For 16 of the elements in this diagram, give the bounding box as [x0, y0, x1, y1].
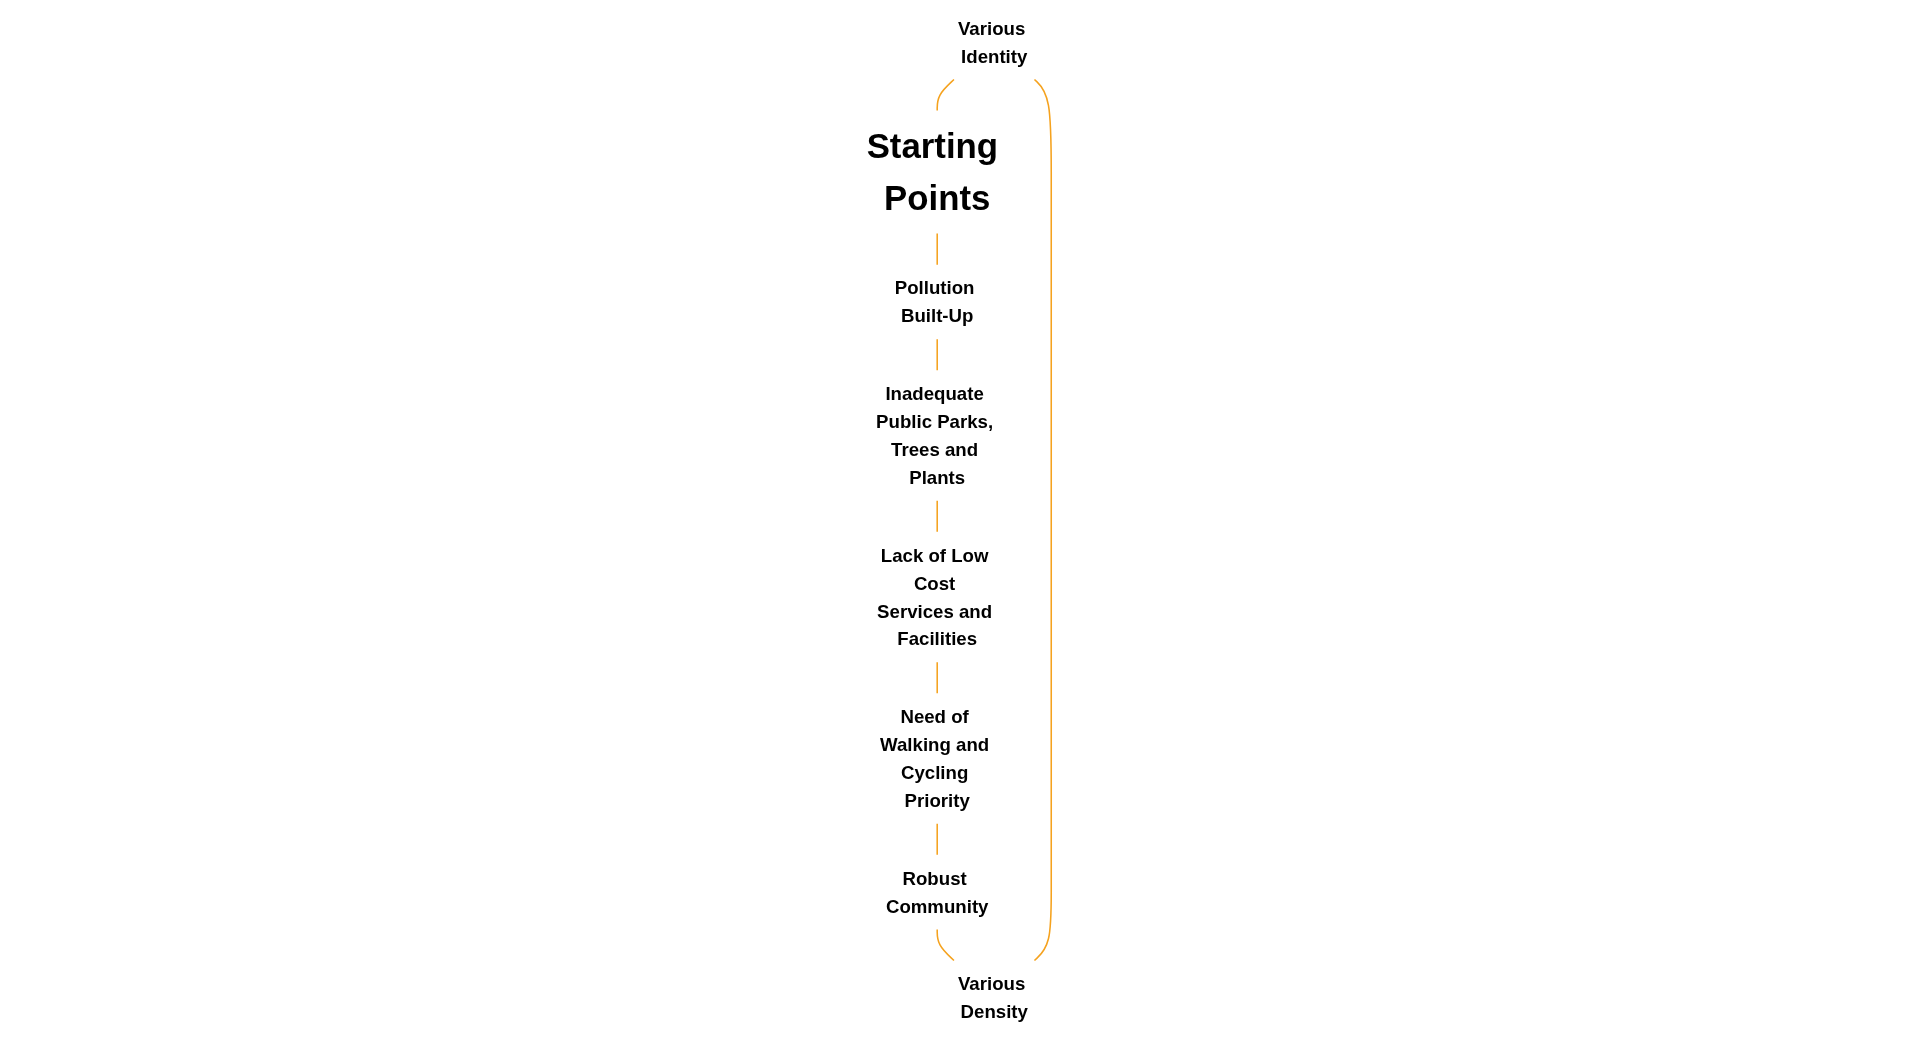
node-text: Lack of Low Cost Services and Facilities [877, 544, 993, 650]
connector [936, 338, 938, 372]
connector [936, 78, 955, 112]
node-text: Need of Walking and Cycling Priority [880, 706, 990, 811]
node-text: Pollution Built-Up [894, 277, 975, 327]
node-text: Various Identity [957, 18, 1028, 67]
connector [936, 661, 938, 695]
node-text: Starting Points [866, 126, 999, 218]
connector [936, 928, 955, 962]
connector [1033, 78, 1052, 962]
connector [936, 499, 938, 533]
node-text: Various Density [957, 973, 1028, 1022]
node-text: Inadequate Public Parks, Trees and Plants [876, 383, 994, 488]
connector [936, 232, 938, 266]
node-text: Robust Community [885, 867, 989, 917]
connector [936, 823, 938, 856]
